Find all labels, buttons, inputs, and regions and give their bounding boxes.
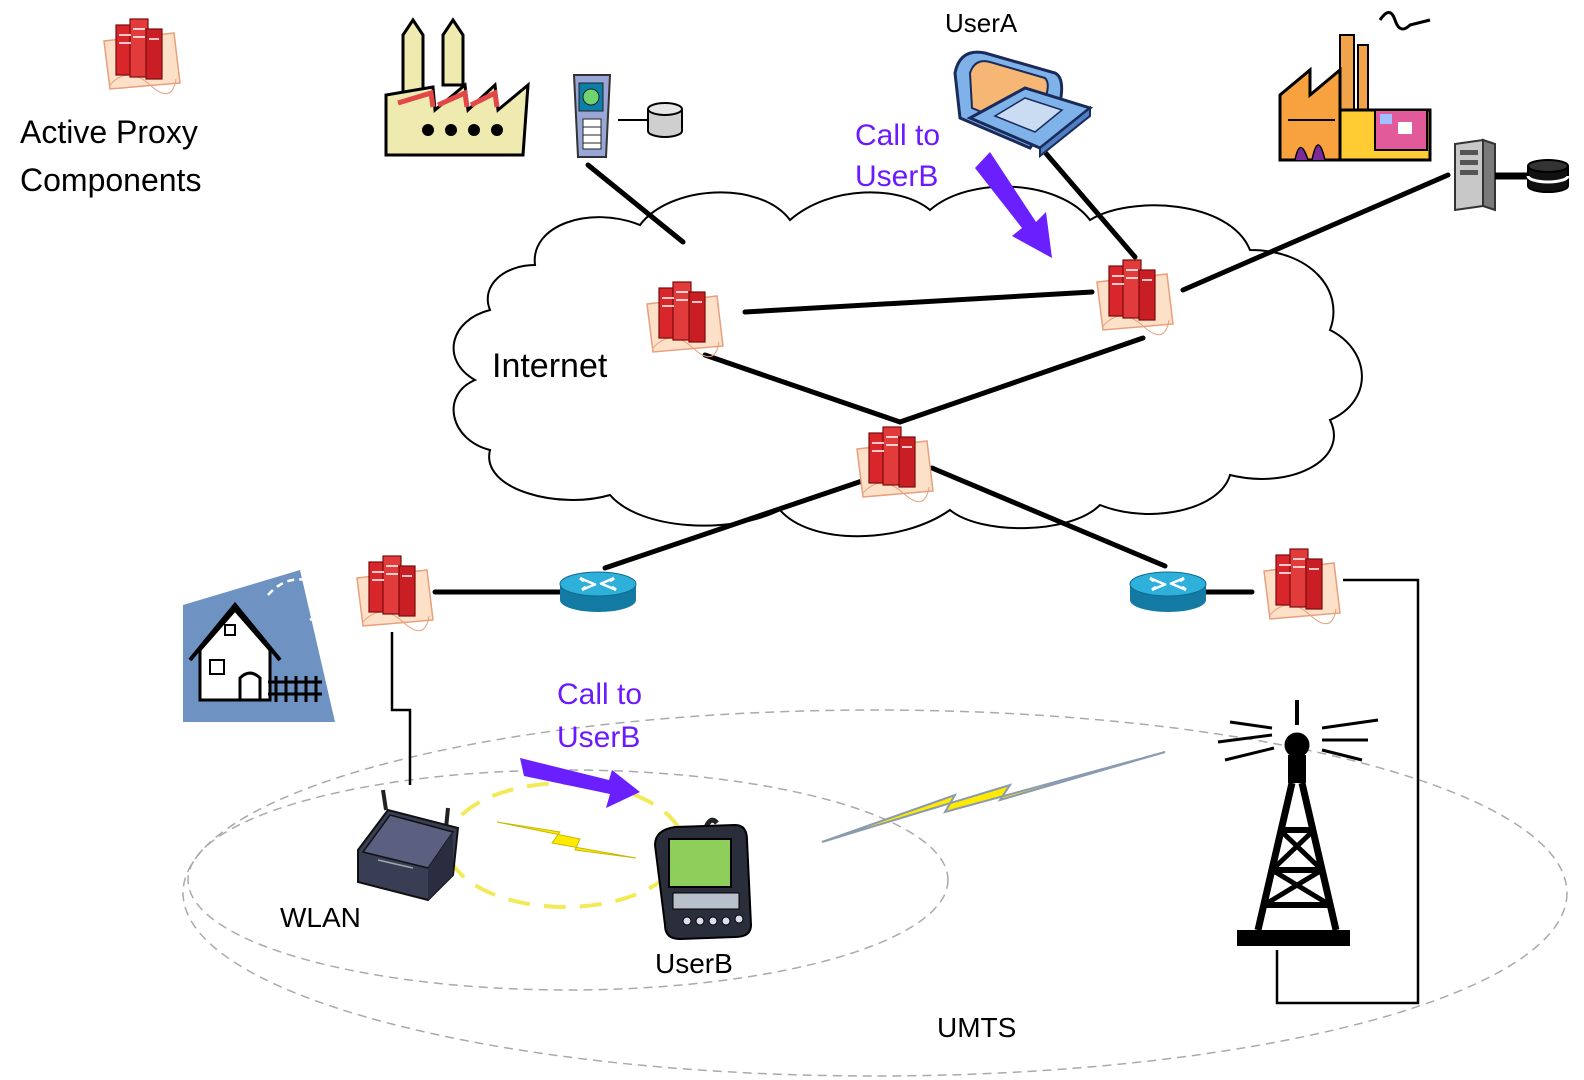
link-server-to-proxy-left	[585, 162, 686, 245]
umts-coverage-area	[182, 709, 1568, 1077]
user-b-label: UserB	[655, 948, 733, 979]
proxy-home-icon	[356, 555, 434, 632]
pda-server-icon	[572, 74, 612, 158]
call-to-userb-bottom-line2: UserB	[557, 721, 640, 754]
tower-server-database-icon	[1526, 159, 1570, 193]
link-proxy-left-to-proxy-right	[742, 289, 1095, 315]
link-proxy-left-to-junction	[702, 352, 903, 425]
house-icon	[183, 570, 335, 722]
router-right-icon	[1128, 570, 1208, 614]
industrial-plant-icon	[1278, 11, 1432, 162]
internet-label: Internet	[492, 347, 608, 385]
call-to-userb-top-line2: UserB	[855, 160, 938, 193]
link-laptop-to-proxy-right	[1040, 147, 1138, 260]
umts-label: UMTS	[937, 1012, 1016, 1043]
link-proxy-right-to-junction	[897, 335, 1146, 425]
legend-label-line2: Components	[20, 162, 201, 198]
database-icon	[647, 102, 683, 138]
lightning-icon	[496, 751, 1166, 859]
cell-tower-icon	[1217, 700, 1379, 946]
tower-server-icon	[1454, 138, 1496, 212]
pda-icon	[653, 817, 753, 941]
link-proxy-center-to-router-right	[929, 465, 1168, 569]
lightning-umts	[821, 751, 1166, 843]
call-arrow-bottom-shape	[520, 758, 640, 808]
laptop-icon	[953, 50, 1094, 159]
call-arrow-bottom	[520, 758, 640, 808]
router-left-icon	[558, 570, 638, 614]
call-arrow-top	[975, 152, 1052, 258]
network-links	[432, 147, 1451, 595]
wlan-label: WLAN	[280, 902, 361, 933]
call-arrow-top-shape	[975, 152, 1052, 258]
factory-icon	[384, 17, 530, 157]
proxy-umts-icon	[1263, 548, 1341, 625]
wlan-coverage-area	[187, 769, 949, 991]
call-to-userb-top-line1: Call to	[855, 119, 940, 152]
access-links	[390, 578, 1420, 1005]
legend-label-line1: Active Proxy	[20, 114, 198, 150]
link-proxy-center-to-router-left	[602, 477, 868, 571]
legend-proxy-icon	[103, 18, 181, 95]
user-a-label: UserA	[945, 8, 1018, 38]
link-proxy-umts-to-tower	[1275, 578, 1420, 1005]
lightning-wlan	[496, 821, 637, 859]
link-proxy-home-to-wlan	[390, 632, 412, 785]
wlan-access-point-icon	[357, 789, 460, 902]
link-proxy-right-to-tower-server	[1180, 172, 1451, 293]
call-to-userb-bottom-line1: Call to	[557, 678, 642, 711]
